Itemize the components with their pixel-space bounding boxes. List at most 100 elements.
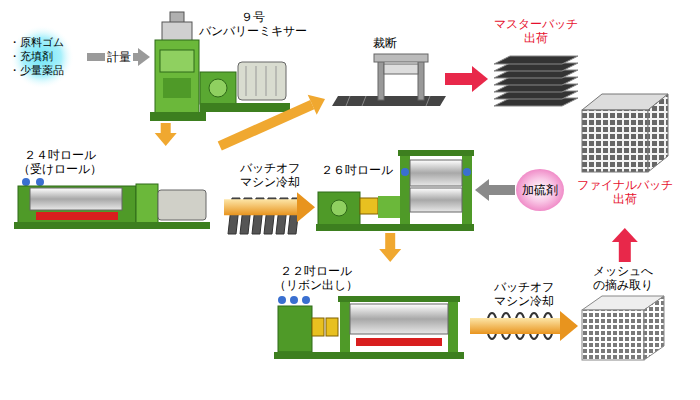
shipping-node: ファイナルバッチ 出荷 bbox=[575, 88, 675, 228]
arrow-head bbox=[308, 95, 325, 115]
mixer-node: ９号 バンバリーミキサー bbox=[150, 8, 307, 123]
mill-26-part bbox=[463, 168, 471, 176]
flow-arrow bbox=[470, 311, 578, 341]
mill-26-part bbox=[410, 188, 462, 212]
mill-24-part bbox=[36, 212, 118, 220]
flow-arrow bbox=[224, 192, 315, 222]
edge-label: 計量 bbox=[105, 50, 133, 64]
node-label: ２４吋ロール （受けロール） bbox=[18, 148, 102, 176]
banbury-mixer-part bbox=[256, 66, 257, 96]
shipping-node: マスターバッチ 出荷 bbox=[488, 15, 583, 110]
node-label: ・充填剤 bbox=[9, 50, 87, 64]
final-batch-stack bbox=[582, 94, 668, 172]
banbury-mixer-part bbox=[160, 50, 194, 72]
mill-22-part bbox=[278, 306, 312, 352]
mill-22-part bbox=[448, 300, 458, 354]
arrow-body bbox=[619, 242, 631, 262]
mill-26-part bbox=[398, 150, 474, 156]
mill-22-part bbox=[338, 296, 460, 302]
flow-arrow bbox=[379, 233, 401, 262]
mill-24-part bbox=[158, 190, 206, 220]
mill-26-part bbox=[378, 196, 400, 218]
mill-26-part bbox=[400, 152, 410, 226]
mill-26-part bbox=[462, 152, 472, 226]
banbury-mixer-part bbox=[246, 66, 247, 96]
mill-22-part bbox=[278, 296, 286, 304]
banbury-mixer-part bbox=[162, 22, 192, 42]
arrow-body bbox=[224, 199, 297, 215]
arrow-head bbox=[475, 179, 489, 201]
mill-24 bbox=[14, 178, 210, 229]
circle-shape bbox=[516, 169, 564, 211]
arrow-head bbox=[472, 66, 488, 92]
banbury-mixer-part bbox=[150, 112, 206, 121]
mill-24-part bbox=[30, 188, 122, 210]
banbury-mixer-part bbox=[200, 103, 290, 112]
flow-arrow bbox=[155, 123, 177, 146]
mill-26-part bbox=[401, 168, 409, 176]
cutter-part bbox=[332, 96, 446, 106]
arrow-head bbox=[379, 249, 401, 262]
node-label: ２６吋ロール bbox=[321, 163, 393, 177]
arrow-body bbox=[445, 73, 472, 85]
banbury-mixer-part bbox=[200, 72, 236, 104]
banbury-mixer-part bbox=[155, 40, 199, 114]
arrow-head bbox=[155, 133, 177, 146]
mill-22-part bbox=[326, 318, 338, 336]
mill-24-part bbox=[136, 184, 158, 224]
cutter bbox=[332, 54, 446, 106]
arrow-head bbox=[297, 192, 315, 222]
mill-22-part bbox=[302, 296, 310, 304]
cutter-part bbox=[362, 96, 366, 106]
cutter-part bbox=[374, 54, 428, 62]
cutter-part bbox=[426, 96, 430, 106]
edge-label: バッチオフ マシン冷却 bbox=[240, 161, 300, 189]
master-batch-stack bbox=[494, 56, 578, 106]
banbury-mixer-part bbox=[276, 66, 277, 96]
mill-26-part bbox=[318, 192, 360, 226]
node-label: 加硫剤 bbox=[522, 183, 558, 197]
mill-26-part bbox=[410, 160, 462, 186]
node-label: 裁断 bbox=[373, 36, 397, 50]
node-label: メッシュへ の摘み取り bbox=[593, 264, 653, 292]
final-batch-stack-part bbox=[582, 110, 648, 172]
mill-22-part bbox=[312, 318, 324, 336]
node-label: ・少量薬品 bbox=[9, 64, 87, 78]
cutter-part bbox=[418, 58, 424, 100]
node-label: ファイナルバッチ 出荷 bbox=[577, 178, 673, 206]
flow-arrow bbox=[445, 66, 488, 92]
final-batch-stack-part bbox=[648, 94, 668, 172]
arrow-head bbox=[138, 48, 150, 66]
mill-22-part bbox=[290, 296, 298, 304]
mill-26-part bbox=[331, 200, 347, 216]
node-label: ２２吋ロール （リボン出し） bbox=[274, 264, 358, 292]
mesh-node: メッシュへ の摘み取り bbox=[578, 262, 668, 362]
mill-node: ２４吋ロール （受けロール） bbox=[12, 146, 224, 231]
edge-label: バッチオフ マシン冷却 bbox=[494, 280, 554, 308]
cutter-part bbox=[384, 64, 418, 74]
cutting-node: 裁断 bbox=[325, 35, 445, 115]
banbury-mixer-part bbox=[163, 78, 191, 98]
flow-arrow bbox=[612, 228, 638, 262]
flow-arrow bbox=[218, 95, 325, 151]
banbury-mixer-part bbox=[238, 62, 286, 100]
mill-24-part bbox=[36, 178, 44, 186]
mill-26-part bbox=[360, 198, 378, 214]
mill-24-part bbox=[22, 178, 30, 186]
banbury-mixer-part bbox=[266, 66, 267, 96]
arrow-body bbox=[385, 233, 395, 249]
mill-24-part bbox=[14, 222, 210, 229]
mill-22-part bbox=[340, 300, 350, 354]
mesh-basket-part bbox=[644, 296, 664, 360]
banbury-mixer-part bbox=[209, 79, 227, 97]
mill-22-part bbox=[356, 338, 442, 346]
arrow-body bbox=[218, 100, 315, 151]
arrow-head bbox=[612, 228, 638, 242]
mesh-basket bbox=[582, 296, 664, 360]
arrow-body bbox=[470, 318, 560, 334]
mill-22-part bbox=[274, 352, 464, 359]
additive-circle: 加硫剤 bbox=[515, 168, 565, 212]
node-label: マスターバッチ 出荷 bbox=[494, 17, 578, 45]
cutter-part bbox=[378, 58, 384, 100]
